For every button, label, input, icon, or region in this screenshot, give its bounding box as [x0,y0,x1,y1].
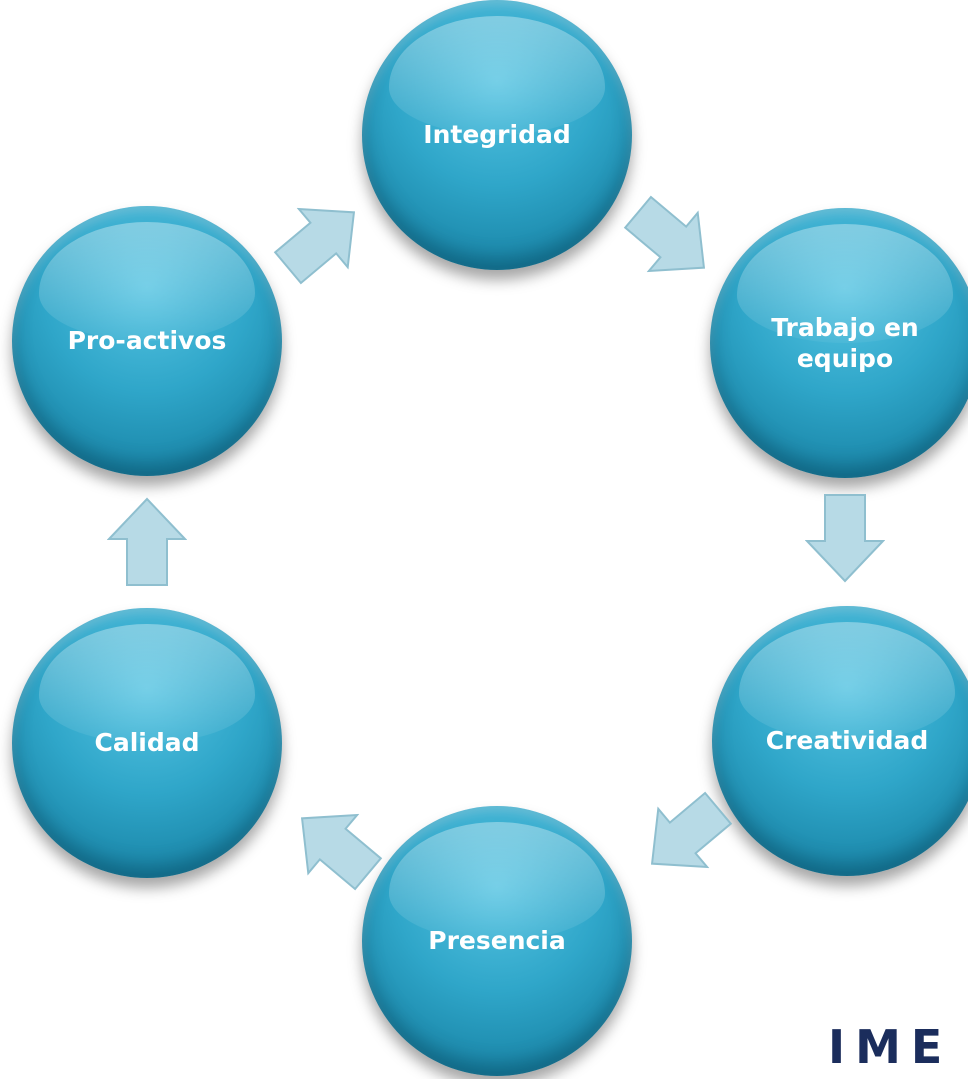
node-trabajo-en-equipo: Trabajo en equipo [710,208,968,478]
arrow-right-icon [273,207,356,285]
node-integridad: Integridad [362,0,632,270]
arrow-right-icon [300,813,383,891]
node-label: Integridad [423,120,571,150]
node-label: Calidad [94,728,200,758]
node-label: Trabajo en equipo [771,312,919,373]
arrow-right-icon [623,195,706,273]
arrow-presencia-to-calidad [275,786,395,905]
node-calidad: Calidad [12,608,282,878]
logo: IME [828,1020,953,1074]
arrow-calidad-to-proactivos [107,497,187,587]
node-label: Pro-activos [67,326,227,356]
node-label: Presencia [428,926,566,956]
arrow-integridad-to-trabajo [611,180,731,299]
arrow-right-icon [805,494,885,583]
node-presencia: Presencia [362,806,632,1076]
node-creatividad: Creatividad [712,606,968,876]
arrow-right-icon [650,791,733,869]
arrow-creatividad-to-presencia [625,776,745,895]
node-label: Creatividad [765,726,929,756]
node-pro-activos: Pro-activos [12,206,282,476]
arrow-right-icon [107,497,187,586]
arrow-proactivos-to-integridad [261,180,381,299]
arrow-trabajo-to-creatividad [805,493,885,583]
